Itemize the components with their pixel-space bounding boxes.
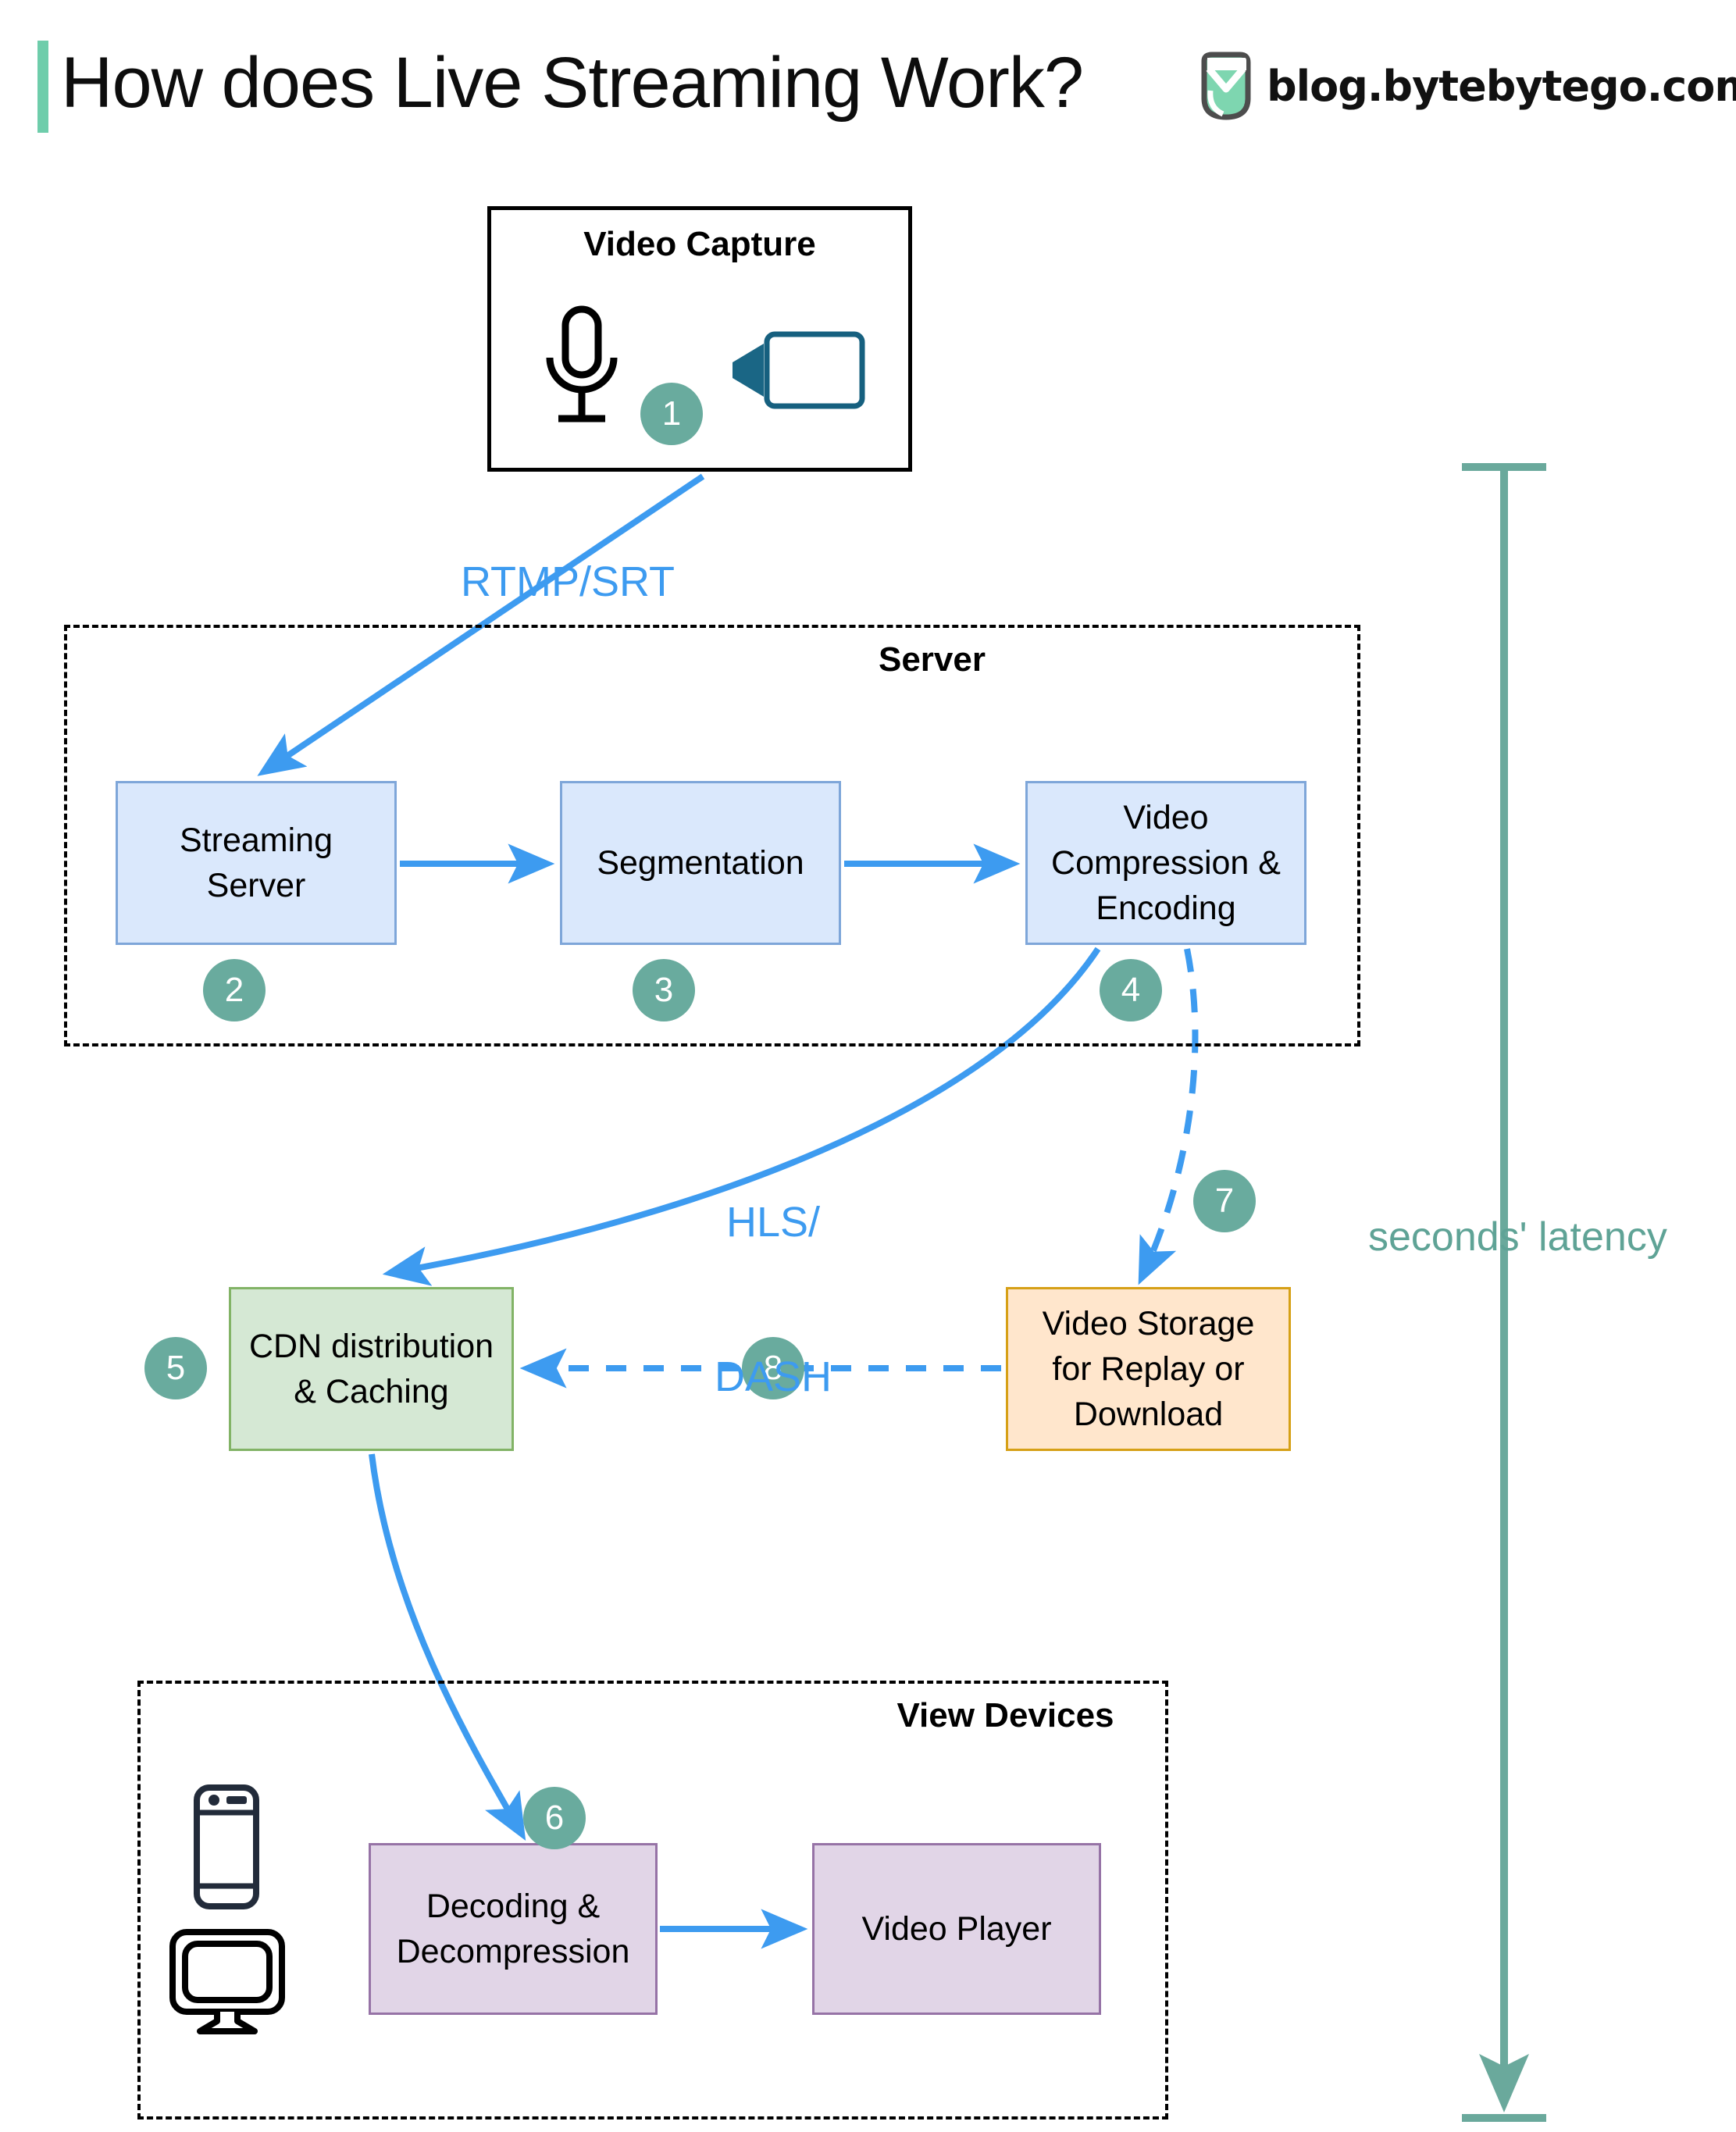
latency-bracket xyxy=(1462,463,1546,2122)
node-segmentation[interactable]: Segmentation xyxy=(560,781,841,945)
step-badge-1: 1 xyxy=(640,383,703,445)
node-storage-line1: Video Storage xyxy=(1042,1305,1255,1342)
group-server xyxy=(64,625,1360,1046)
node-decode-line1: Decoding & xyxy=(426,1888,601,1925)
node-streaming-server-line2: Server xyxy=(206,867,306,904)
node-video-storage[interactable]: Video Storage for Replay or Download xyxy=(1006,1287,1291,1451)
node-video-player[interactable]: Video Player xyxy=(812,1843,1101,2015)
edge-label-hls-line2: DASH xyxy=(715,1353,832,1400)
brand-watermark: blog.bytebytego.com xyxy=(1196,52,1736,120)
node-decoding-decompression[interactable]: Decoding & Decompression xyxy=(369,1843,658,2015)
step-badge-4: 4 xyxy=(1100,959,1162,1021)
bytebytego-leaf-logo-icon xyxy=(1201,52,1251,120)
group-view-devices-title: View Devices xyxy=(897,1696,1114,1734)
step-badge-2: 2 xyxy=(203,959,266,1021)
group-video-capture-title: Video Capture xyxy=(583,225,816,263)
node-encoding-line2: Compression & xyxy=(1051,844,1281,882)
video-camera-icon xyxy=(733,331,865,409)
edge-label-hls-line1: HLS/ xyxy=(725,1199,821,1246)
node-cdn-distribution-caching[interactable]: CDN distribution & Caching xyxy=(229,1287,514,1451)
node-cdn-line2: & Caching xyxy=(294,1373,449,1410)
node-storage-line2: for Replay or xyxy=(1052,1350,1245,1388)
step-badge-7: 7 xyxy=(1193,1170,1256,1232)
step-badge-3: 3 xyxy=(633,959,695,1021)
smartphone-icon xyxy=(194,1784,259,1909)
step-badge-6: 6 xyxy=(523,1787,586,1849)
edge-label-rtmp-srt: RTMP/SRT xyxy=(461,558,676,605)
group-server-title: Server xyxy=(878,640,986,679)
microphone-icon xyxy=(546,305,618,422)
node-decode-line2: Decompression xyxy=(396,1933,630,1970)
desktop-monitor-icon xyxy=(169,1929,285,2034)
node-storage-line3: Download xyxy=(1073,1396,1224,1433)
group-view-devices xyxy=(137,1681,1168,2120)
step-badge-8: 8 xyxy=(742,1337,804,1399)
page-title: How does Live Streaming Work? xyxy=(61,43,1084,123)
node-segmentation-label: Segmentation xyxy=(597,844,804,882)
node-encoding-line3: Encoding xyxy=(1096,890,1236,927)
latency-label: seconds' latency xyxy=(1368,1214,1667,1260)
node-cdn-line1: CDN distribution xyxy=(248,1328,494,1365)
node-encoding-line1: Video xyxy=(1123,799,1209,836)
title-accent-bar xyxy=(37,41,48,133)
node-video-player-label: Video Player xyxy=(861,1910,1052,1948)
node-streaming-server-line1: Streaming xyxy=(180,822,333,859)
step-badge-5: 5 xyxy=(144,1337,207,1399)
brand-text: blog.bytebytego.com xyxy=(1267,61,1736,111)
node-streaming-server[interactable]: Streaming Server xyxy=(116,781,397,945)
node-video-compression-encoding[interactable]: Video Compression & Encoding xyxy=(1025,781,1306,945)
edge-label-hls-dash: HLS/ DASH xyxy=(715,1093,832,1506)
